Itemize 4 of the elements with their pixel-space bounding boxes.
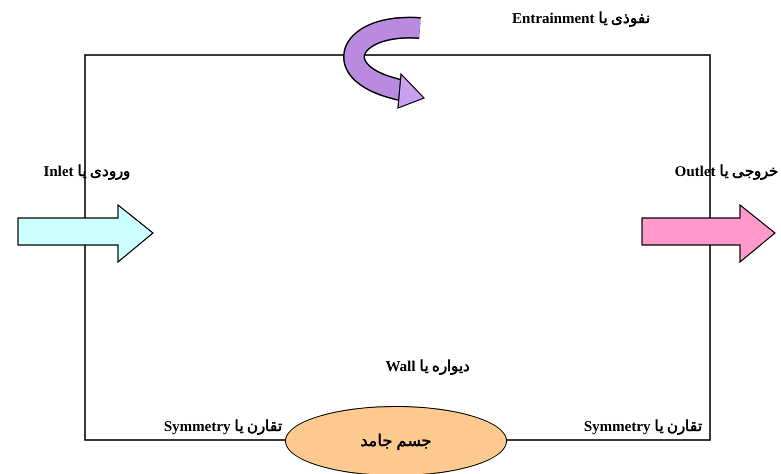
boundary-label: نفوذی یا Entrainment: [512, 10, 650, 28]
boundary-label: دیواره یا Wall: [385, 358, 470, 376]
boundary-label: تقارن یا Symmetry: [584, 418, 702, 436]
solid-body-ellipse: جسم جامد: [285, 406, 507, 474]
